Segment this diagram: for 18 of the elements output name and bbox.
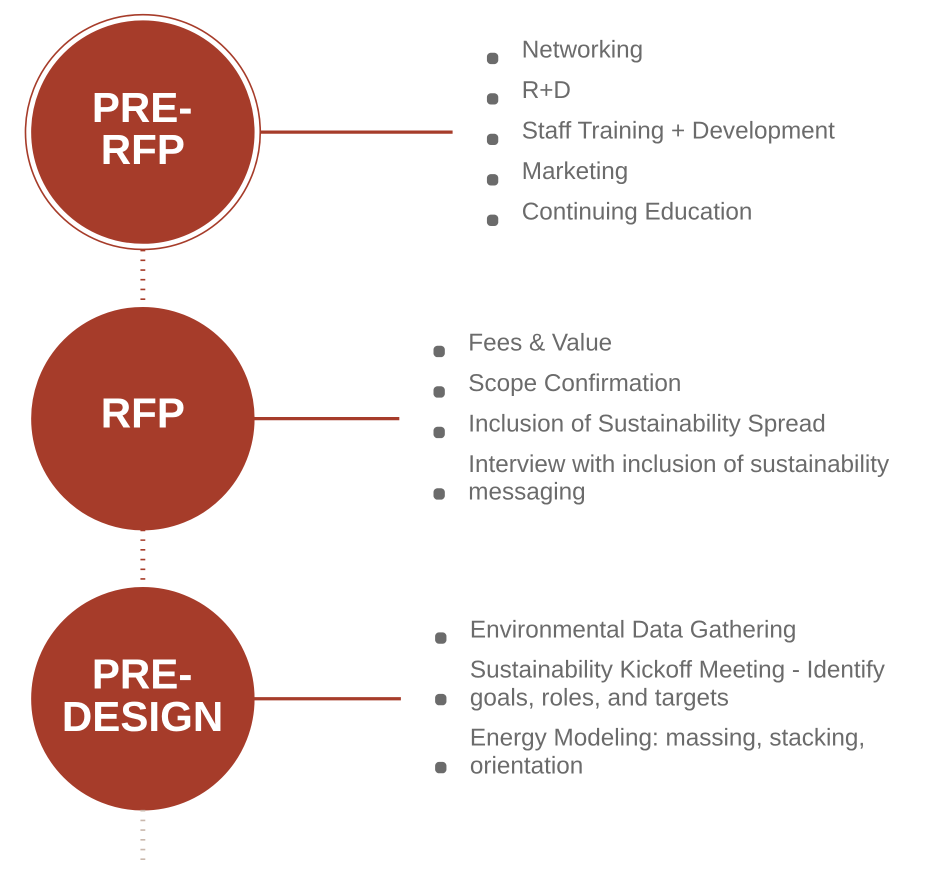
connector (254, 697, 401, 700)
node-label: Inclusion of Sustainability Spread (468, 410, 826, 438)
node-label: Scope Confirmation (468, 370, 682, 398)
node-label: Interview with inclusion of sustainability messaging (468, 451, 890, 506)
node-circle: PRE-DESIGN (31, 587, 255, 810)
node-label: Continuing Education (522, 198, 752, 226)
node-label: Networking (522, 36, 644, 64)
node-label: Energy Modeling: massing, stacking, orientation (470, 724, 866, 780)
connector (254, 417, 400, 420)
node-circle: PRE-RFP (24, 14, 262, 250)
connector (260, 130, 453, 134)
node-label: Fees & Value (468, 330, 612, 357)
node-circle: RFP (31, 306, 255, 530)
node-label: Sustainability Kickoff Meeting - Identify goals, roles, and targets (470, 656, 885, 712)
node-label: Staff Training + Development (522, 118, 835, 145)
node-label: Marketing (522, 158, 628, 186)
node-label: R+D (522, 77, 571, 104)
node-label: Environmental Data Gathering (470, 616, 796, 644)
